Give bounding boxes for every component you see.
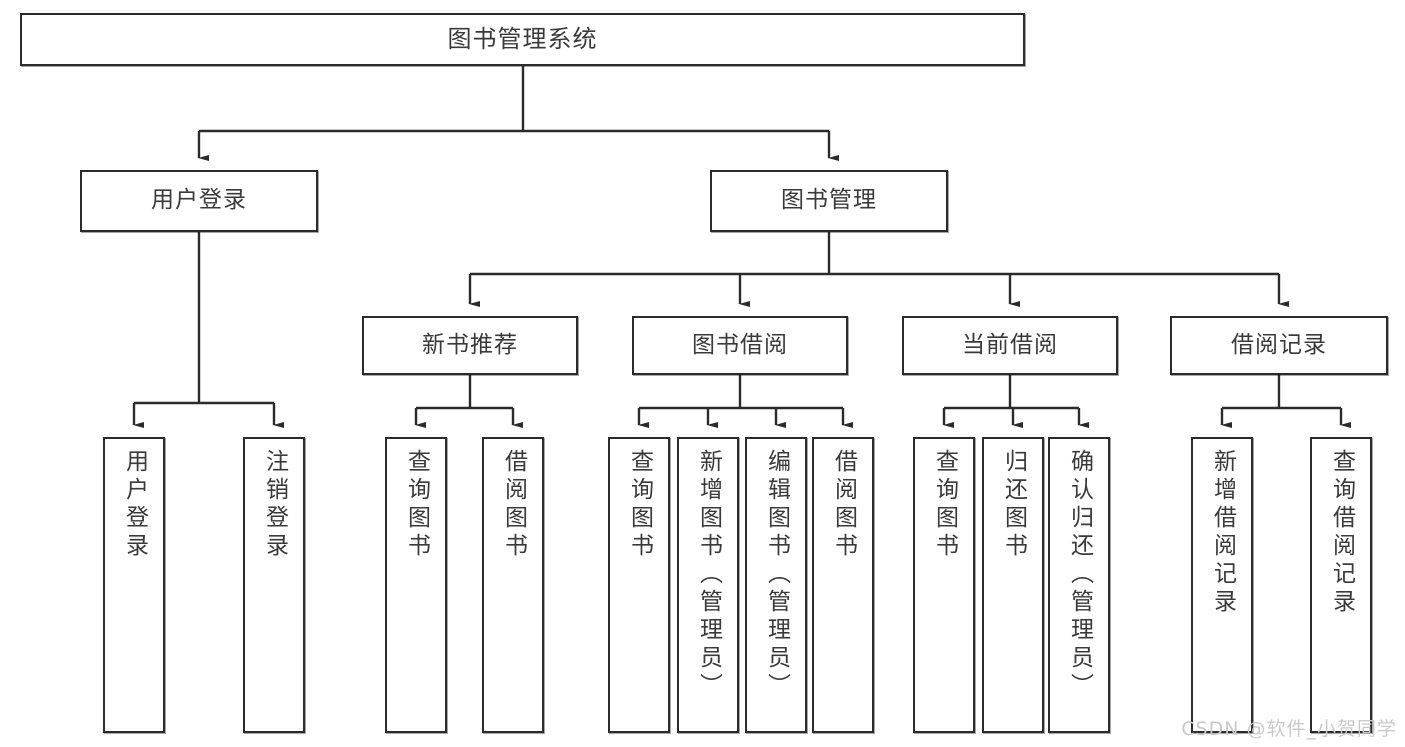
node-label: 查询图书 — [931, 449, 958, 561]
node-label: 新增图书（管理员） — [695, 449, 722, 701]
node-label: 新书推荐 — [422, 331, 518, 358]
node-label: 借阅图书 — [500, 449, 527, 561]
leaf-query-borrow-record[interactable]: 查询借阅记录 — [1310, 437, 1372, 733]
leaf-add-book-admin[interactable]: 新增图书（管理员） — [677, 437, 739, 733]
leaf-edit-book-admin[interactable]: 编辑图书（管理员） — [745, 437, 807, 733]
node-label: 查询图书 — [403, 449, 430, 561]
leaf-query-book-current[interactable]: 查询图书 — [913, 437, 975, 733]
node-label: 图书管理 — [781, 187, 877, 214]
node-user-login[interactable]: 用户登录 — [80, 170, 318, 232]
node-label: 确认归还（管理员） — [1066, 449, 1093, 701]
node-label: 注销登录 — [261, 449, 288, 561]
node-label: 借阅记录 — [1231, 331, 1327, 358]
leaf-return-book[interactable]: 归还图书 — [982, 437, 1044, 733]
node-book-borrow[interactable]: 图书借阅 — [632, 316, 848, 375]
leaf-add-borrow-record[interactable]: 新增借阅记录 — [1191, 437, 1253, 733]
leaf-borrow-book[interactable]: 借阅图书 — [812, 437, 874, 733]
node-label: 归还图书 — [1000, 449, 1027, 561]
node-borrow-records[interactable]: 借阅记录 — [1170, 316, 1388, 375]
leaf-user-login[interactable]: 用户登录 — [103, 437, 165, 733]
node-root-system[interactable]: 图书管理系统 — [20, 13, 1025, 66]
node-current-borrow[interactable]: 当前借阅 — [902, 316, 1118, 375]
node-label: 当前借阅 — [962, 331, 1058, 358]
leaf-query-book-borrow[interactable]: 查询图书 — [608, 437, 670, 733]
leaf-logout[interactable]: 注销登录 — [243, 437, 305, 733]
node-label: 图书借阅 — [692, 331, 788, 358]
node-label: 借阅图书 — [830, 449, 857, 561]
node-label: 查询借阅记录 — [1328, 449, 1355, 617]
leaf-borrow-book-recommend[interactable]: 借阅图书 — [482, 437, 544, 733]
node-new-book-recommend[interactable]: 新书推荐 — [362, 316, 578, 375]
leaf-confirm-return-admin[interactable]: 确认归还（管理员） — [1048, 437, 1110, 733]
node-label: 图书管理系统 — [447, 25, 598, 54]
leaf-query-book-recommend[interactable]: 查询图书 — [385, 437, 447, 733]
node-label: 查询图书 — [626, 449, 653, 561]
node-label: 新增借阅记录 — [1209, 449, 1236, 617]
node-label: 用户登录 — [151, 187, 247, 214]
node-label: 用户登录 — [121, 449, 148, 561]
watermark: CSDN @软件_小贺同学 — [1181, 718, 1397, 740]
node-book-management[interactable]: 图书管理 — [710, 170, 948, 232]
node-label: 编辑图书（管理员） — [763, 449, 790, 701]
